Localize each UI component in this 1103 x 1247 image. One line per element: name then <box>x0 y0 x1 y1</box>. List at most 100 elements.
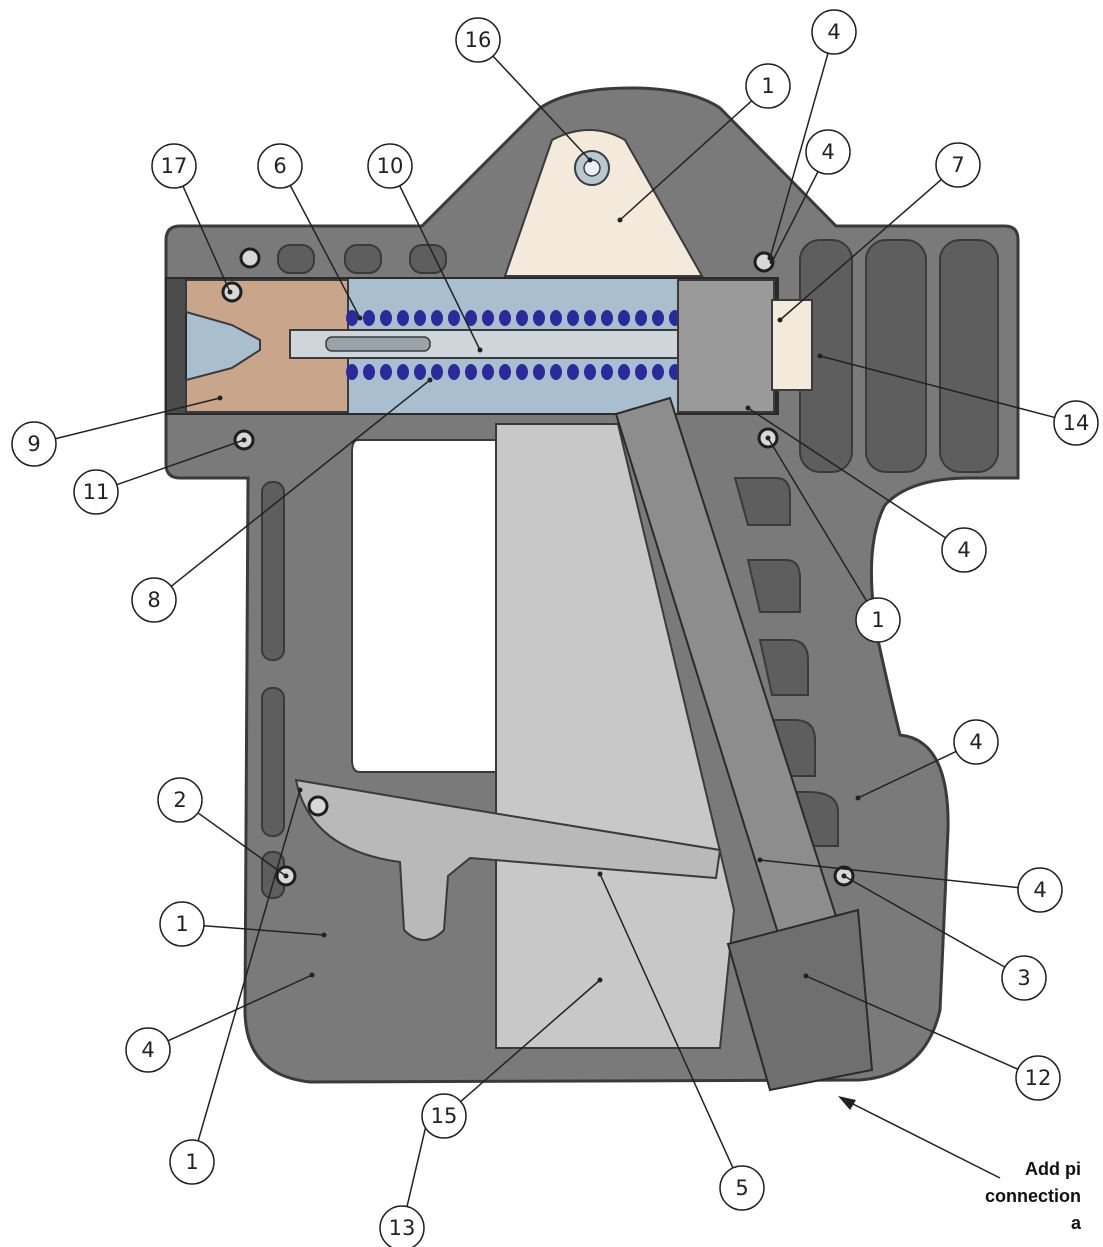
callout-leader-dot <box>855 795 861 801</box>
callout-number: 16 <box>465 28 492 52</box>
callout-leader <box>289 185 361 319</box>
callout-bubble <box>1001 955 1047 1001</box>
callout-leader-dot <box>817 353 823 359</box>
valve-stem-bore <box>325 336 431 352</box>
spring-coil <box>431 364 443 380</box>
callout-number: 3 <box>1017 966 1030 990</box>
callout-number: 8 <box>147 588 160 612</box>
callout-leader <box>460 979 601 1103</box>
pivot-pin-top-hole <box>583 159 601 177</box>
callout-number: 4 <box>821 140 834 164</box>
callout-bubble <box>157 777 203 823</box>
spring-coil <box>550 310 562 326</box>
callout-leader <box>857 750 957 799</box>
spring-coil <box>465 364 477 380</box>
callout-leader-dot <box>757 857 763 863</box>
callout-leader <box>769 52 829 259</box>
spring-coil <box>652 310 664 326</box>
callout-bubble <box>169 1139 215 1185</box>
spring-coil <box>346 310 358 326</box>
callout-leader-dot <box>769 259 775 265</box>
callout-bubble <box>941 527 987 573</box>
spring-coil <box>482 364 494 380</box>
callout-leader <box>170 379 431 587</box>
callout-bubble <box>745 63 791 109</box>
callout-bubble <box>421 1093 467 1139</box>
callout-number: 10 <box>377 154 404 178</box>
callout-leader <box>398 185 481 351</box>
callout-bubble <box>1015 1055 1061 1101</box>
callout-number: 17 <box>161 154 188 178</box>
callout-number: 11 <box>83 480 110 504</box>
callout-leader <box>167 974 313 1042</box>
callout-leader-dot <box>745 405 751 411</box>
callout-leader-dot <box>765 435 771 441</box>
callout-leader-dot <box>283 873 289 879</box>
spring-coil <box>652 364 664 380</box>
spring-coil <box>465 310 477 326</box>
spring-coil <box>618 310 630 326</box>
note-line-1: Add pi <box>1025 1159 1082 1179</box>
callout-leader-dot <box>841 873 847 879</box>
spring-coil <box>448 310 460 326</box>
callout-bubble <box>1053 400 1099 446</box>
callout-leader-dot <box>777 317 783 323</box>
outlet-arrow-head <box>838 1096 856 1110</box>
spring-coil <box>448 364 460 380</box>
callout-number: 1 <box>761 74 774 98</box>
spring-coil <box>414 310 426 326</box>
callout-leader <box>819 355 1055 419</box>
spring-coil <box>414 364 426 380</box>
end-nut <box>771 299 813 391</box>
callout-number: 9 <box>27 432 40 456</box>
spring-coil <box>584 310 596 326</box>
spring-coil <box>533 364 545 380</box>
spring-coil <box>499 310 511 326</box>
callout-leader-dot <box>767 255 773 261</box>
callout-leader-dot <box>427 377 433 383</box>
spring-coil <box>618 364 630 380</box>
callout-leader <box>182 185 231 293</box>
callout-bubble <box>159 901 205 947</box>
screw <box>239 247 261 269</box>
callout-bubble <box>805 129 851 175</box>
spring-coil <box>363 364 375 380</box>
callout-leader <box>197 812 287 877</box>
callout-bubble <box>11 421 57 467</box>
callout-leader-dot <box>309 972 315 978</box>
spring-coil <box>635 310 647 326</box>
pipe-connection-note: Add pi connection a <box>985 1156 1081 1237</box>
callout-number: 4 <box>1033 878 1046 902</box>
callout-leader-dot <box>227 289 233 295</box>
screw <box>307 795 329 817</box>
spring-coil <box>380 364 392 380</box>
spring-coil <box>516 310 528 326</box>
callout-number: 1 <box>871 608 884 632</box>
callout-leader <box>619 100 753 221</box>
callout-bubble <box>953 719 999 765</box>
hand-opening <box>351 439 521 773</box>
callout-bubble <box>1017 867 1063 913</box>
screw-set <box>221 247 855 887</box>
spring-coil <box>482 310 494 326</box>
callout-leader <box>197 789 301 1142</box>
callout-bubble <box>73 469 119 515</box>
callout-bubble <box>257 143 303 189</box>
callout-leader <box>805 975 1019 1070</box>
spring-coil <box>601 310 613 326</box>
spring-coil <box>550 364 562 380</box>
callout-bubble <box>131 577 177 623</box>
callout-number: 13 <box>389 1216 416 1240</box>
callout-number: 4 <box>969 730 982 754</box>
callout-number: 4 <box>957 538 970 562</box>
note-line-2: connection <box>985 1186 1082 1206</box>
callout-leader <box>767 437 868 602</box>
outlet-arrow-line <box>844 1099 1001 1179</box>
callout-leader-dot <box>297 787 303 793</box>
spring-coil <box>533 310 545 326</box>
spring-coil <box>363 310 375 326</box>
end-cap <box>677 279 775 413</box>
callout-number: 14 <box>1063 411 1090 435</box>
